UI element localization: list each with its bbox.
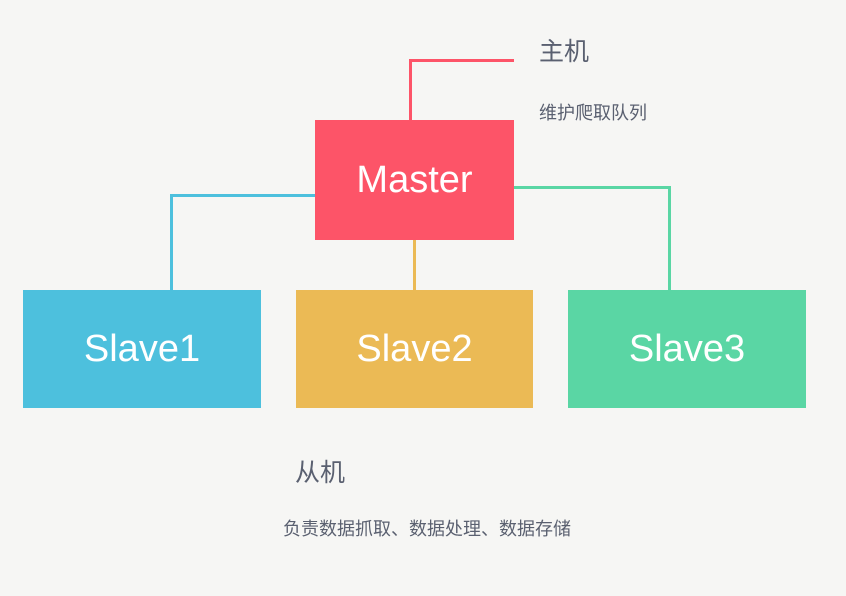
slave3-connector-vertical (668, 186, 671, 291)
slave2-node: Slave2 (296, 290, 533, 408)
master-node-label: Master (356, 158, 473, 201)
master-description: 维护爬取队列 (539, 103, 647, 124)
slave2-connector-vertical (413, 240, 416, 291)
slave3-node-label: Slave3 (628, 327, 746, 370)
slave3-connector-horizontal (514, 186, 671, 189)
master-title-connector-horizontal (409, 59, 514, 62)
slave2-node-label: Slave2 (356, 327, 473, 370)
slave1-connector-horizontal (170, 194, 316, 197)
slave-group-title: 从机 (295, 458, 346, 487)
master-node: Master (315, 120, 514, 240)
slave3-node: Slave3 (568, 290, 806, 408)
master-title-connector-vertical (409, 59, 412, 121)
slave1-connector-vertical (170, 194, 173, 291)
slave-group-description: 负责数据抓取、数据处理、数据存储 (283, 519, 571, 540)
master-title: 主机 (539, 37, 590, 66)
slave1-node: Slave1 (23, 290, 261, 408)
slave1-node-label: Slave1 (83, 327, 201, 370)
